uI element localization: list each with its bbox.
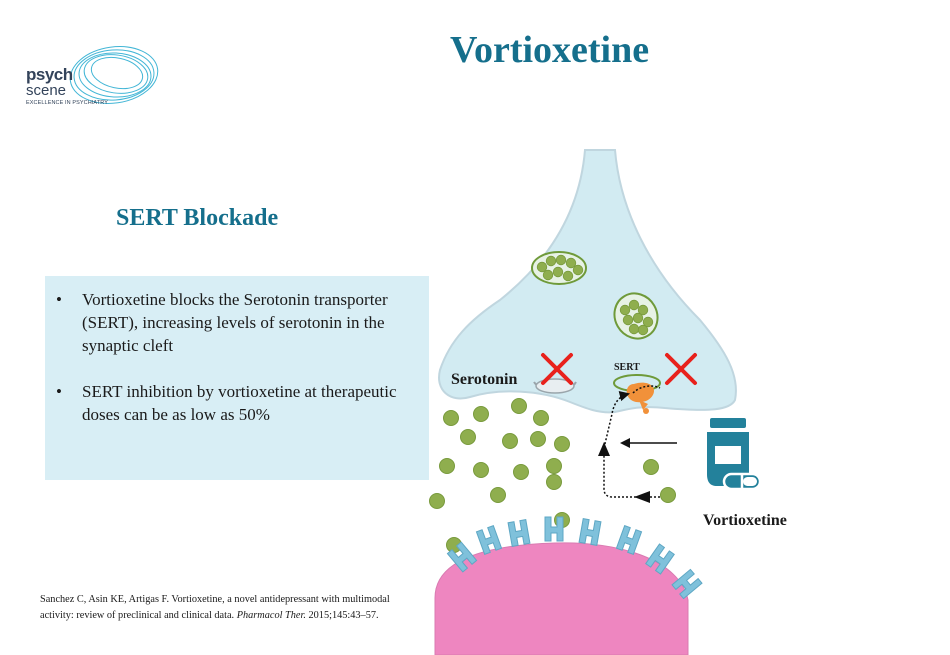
serotonin-molecule [439,458,455,474]
arrowhead-icon [598,442,610,456]
block-x-icon [665,353,697,385]
serotonin-molecule [660,487,676,503]
serotonin-molecule [643,459,659,475]
serotonin-molecule [490,487,506,503]
pill-bottle-icon [707,418,762,491]
receptor-icon [446,541,478,573]
psychscene-logo: psych scene EXCELLENCE IN PSYCHIATRY [22,42,159,117]
drug-arrow-icon [620,438,677,448]
receptor-icon [507,519,531,547]
logo-tagline: EXCELLENCE IN PSYCHIATRY [26,100,108,106]
serotonin-molecule [546,474,562,490]
receptor-icon [645,543,675,575]
vortioxetine-label: Vortioxetine [703,512,787,529]
postsynaptic-neuron [434,542,689,655]
sert-label: SERT [614,362,640,373]
bullet-box: • Vortioxetine blocks the Serotonin tran… [45,276,429,480]
sert-transporter-icon [613,374,661,414]
serotonin-molecule [530,431,546,447]
receptor-icon [475,525,503,555]
reference-citation: Sanchez C, Asin KE, Artigas F. Vortioxet… [40,592,420,624]
receptor-icon [578,518,602,546]
serotonin-molecule [511,398,527,414]
bullet-text: Vortioxetine blocks the Serotonin transp… [82,290,388,355]
arrowhead-icon [634,491,650,503]
bullet-dot: • [56,382,62,401]
block-x-icon [541,353,573,385]
serotonin-molecule [513,464,529,480]
serotonin-molecule [546,458,562,474]
serotonin-molecule [533,410,549,426]
serotonin-molecule [443,410,459,426]
logo-scene-text: scene [26,82,67,99]
serotonin-molecule [429,493,445,509]
receptor-icon [544,516,564,542]
receptor-icon [615,525,643,555]
serotonin-molecule [473,462,489,478]
serotonin-molecule [554,436,570,452]
reuptake-path [603,385,668,498]
vesicle [613,292,659,340]
serotonin-label: Serotonin [451,371,518,388]
logo-swirl-icon [69,46,159,104]
receptors [446,516,703,600]
serotonin-molecule [502,433,518,449]
page-title: Vortioxetine [450,29,650,71]
presynaptic-neuron [438,149,737,414]
section-subtitle: SERT Blockade [116,205,279,231]
reference-suffix: 2015;145:43–57. [305,610,379,621]
vesicle [531,251,587,285]
reference-journal: Pharmacol Ther. [236,610,306,621]
receptor-icon [671,568,703,600]
reference-prefix: Sanchez C, Asin KE, Artigas F. Vortioxet… [40,594,390,621]
bullet-dot: • [56,290,62,309]
bullet-text: SERT inhibition by vortioxetine at thera… [82,382,397,424]
serotonin-molecule [473,406,489,422]
logo-psych-text: psych [26,65,73,84]
serotonin-molecule [460,429,476,445]
serotonin-molecules [429,398,676,553]
